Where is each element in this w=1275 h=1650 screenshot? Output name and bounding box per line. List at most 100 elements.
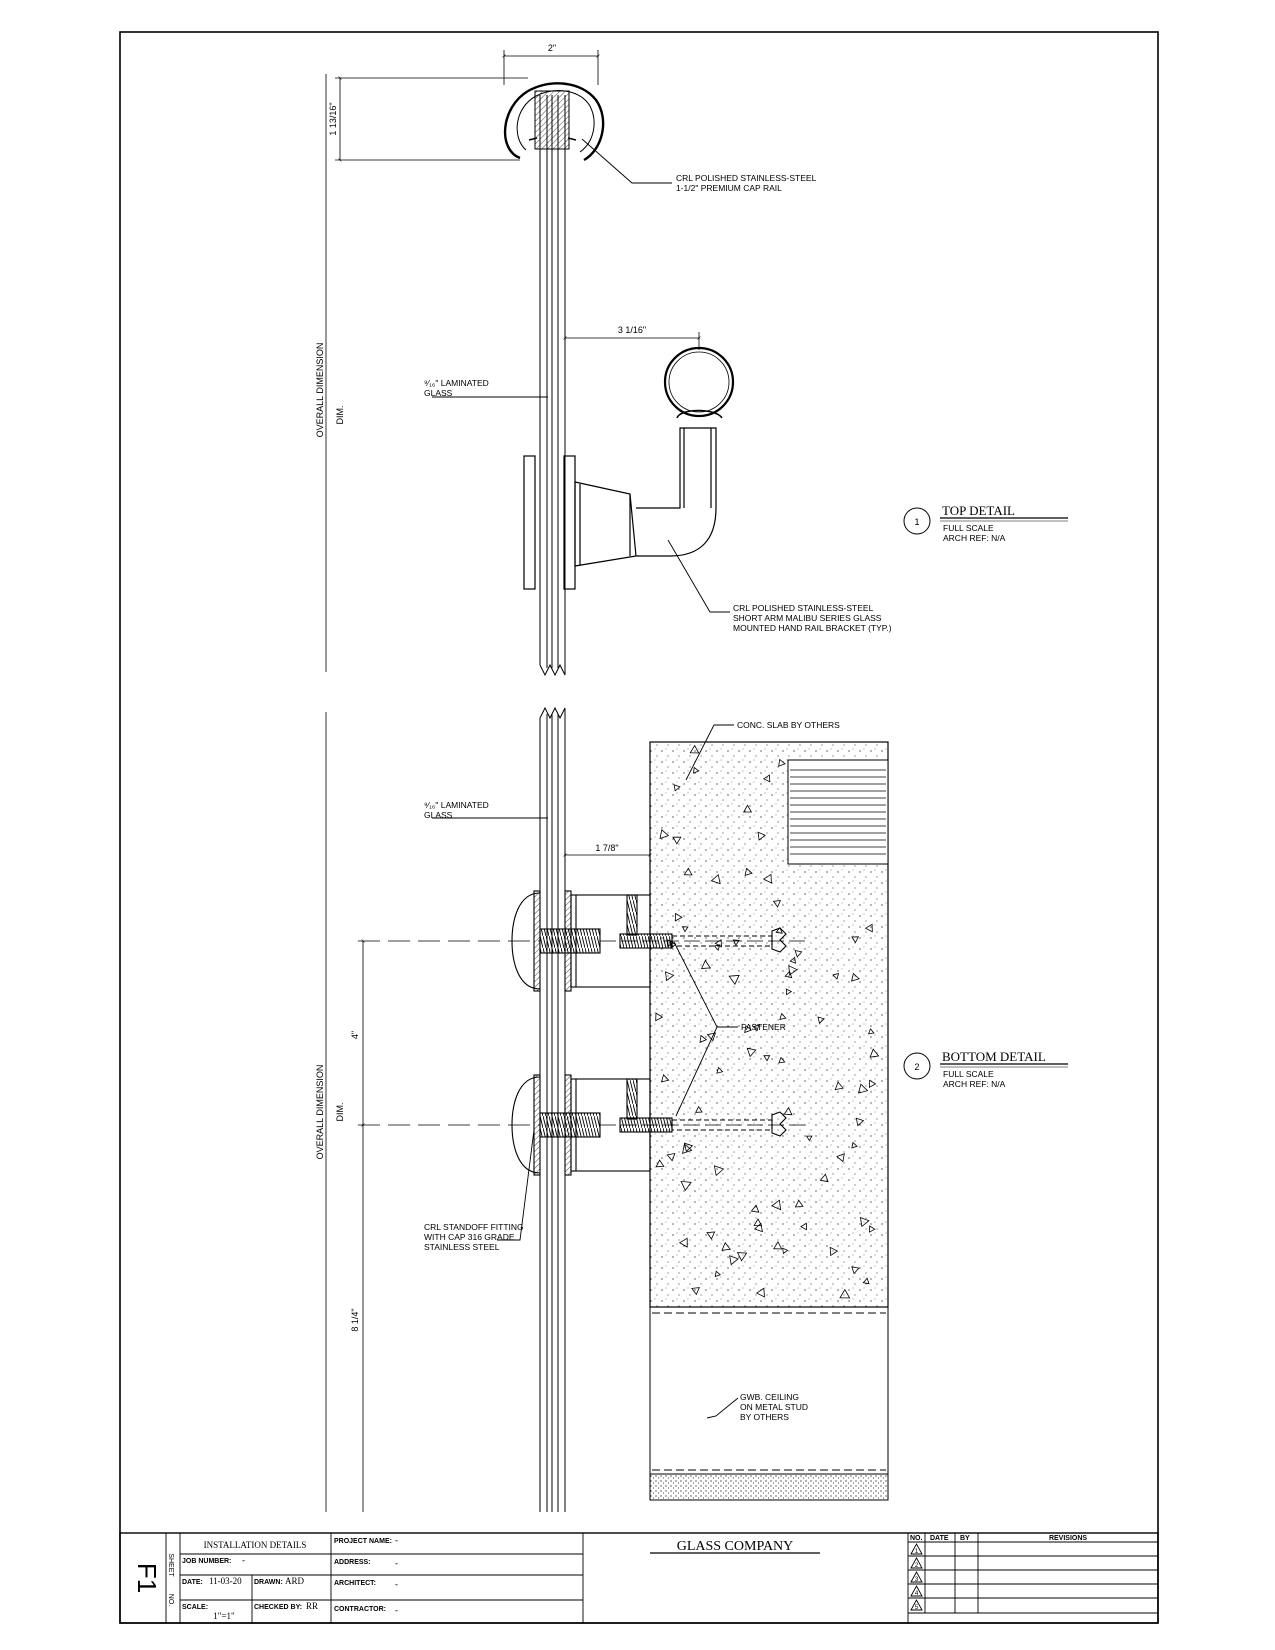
aggregate-mark bbox=[674, 912, 683, 922]
aggregate-mark bbox=[706, 1231, 716, 1240]
note-standoff-2: WITH CAP 316 GRADE bbox=[424, 1232, 515, 1242]
company-name: GLASS COMPANY bbox=[677, 1539, 794, 1554]
detail-number-1: 1 bbox=[914, 517, 919, 527]
detail-scale-2: FULL SCALE bbox=[943, 1069, 994, 1079]
cap-rail bbox=[504, 82, 605, 162]
aggregate-mark bbox=[681, 926, 689, 933]
note-slab: CONC. SLAB BY OTHERS bbox=[737, 720, 840, 730]
detail-tag-bottom: 2 BOTTOM DETAIL FULL SCALE ARCH REF: N/A bbox=[903, 1049, 1068, 1089]
dim-cap-height-label: 1 13/16" bbox=[328, 102, 338, 135]
aggregate-mark bbox=[655, 1159, 665, 1168]
note-glass-top-1: ⁹⁄₁₆" LAMINATED bbox=[424, 378, 489, 388]
aggregate-mark bbox=[713, 1165, 725, 1177]
aggregate-mark bbox=[800, 1222, 807, 1231]
architect-label: ARCHITECT: bbox=[334, 1580, 376, 1587]
note-fastener: FASTENER bbox=[741, 1022, 786, 1032]
fastener-centerlines bbox=[358, 940, 540, 1126]
dim-overall-bottom-dim: DIM. bbox=[335, 1103, 345, 1122]
dim-bracket-offset-label: 3 1/16" bbox=[618, 325, 646, 335]
aggregate-mark bbox=[794, 949, 803, 958]
aggregate-mark bbox=[700, 959, 712, 969]
drawn-value: ARD bbox=[285, 1576, 305, 1586]
address-label: ADDRESS: bbox=[334, 1559, 371, 1566]
sheet-number: F1 bbox=[132, 1563, 162, 1593]
contractor-label: CONTRACTOR: bbox=[334, 1606, 386, 1613]
rev-header-no: NO. bbox=[910, 1535, 923, 1542]
aggregate-mark bbox=[762, 873, 772, 884]
top-detail-drawing bbox=[325, 50, 735, 677]
architect-value: - bbox=[395, 1579, 398, 1589]
dim-overall-bottom-label: OVERALL DIMENSION bbox=[315, 1065, 325, 1160]
date-label: DATE: bbox=[182, 1579, 203, 1586]
aggregate-mark bbox=[778, 758, 786, 767]
sheet-label: SHEET bbox=[167, 1553, 174, 1577]
checked-value: RR bbox=[306, 1601, 318, 1611]
aggregate-mark bbox=[729, 1255, 739, 1266]
aggregate-mark bbox=[714, 1270, 721, 1278]
aggregate-mark bbox=[714, 939, 722, 948]
sheet-border bbox=[119, 31, 1159, 1624]
aggregate-mark bbox=[693, 766, 700, 774]
aggregate-mark bbox=[817, 1016, 825, 1024]
note-ceiling-2: ON METAL STUD bbox=[740, 1402, 808, 1412]
standoff-fitting bbox=[511, 1074, 810, 1176]
revision-triangle-icon bbox=[910, 1599, 923, 1611]
note-standoff-1: CRL STANDOFF FITTING bbox=[424, 1222, 524, 1232]
aggregate-mark bbox=[834, 1081, 844, 1091]
detail-ref-1: ARCH REF: N/A bbox=[943, 533, 1006, 543]
detail-ref-2: ARCH REF: N/A bbox=[943, 1079, 1006, 1089]
aggregate-mark bbox=[783, 1106, 793, 1116]
aggregate-mark bbox=[660, 1074, 670, 1083]
project-name-value: - bbox=[395, 1535, 398, 1545]
note-bracket-2: SHORT ARM MALIBU SERIES GLASS bbox=[733, 613, 882, 623]
aggregate-mark bbox=[836, 1153, 845, 1163]
checked-label: CHECKED BY: bbox=[254, 1604, 302, 1611]
aggregate-mark bbox=[695, 1105, 703, 1113]
detail-number-2: 2 bbox=[914, 1062, 919, 1072]
aggregate-mark bbox=[859, 1216, 870, 1228]
aggregate-mark bbox=[773, 1241, 783, 1250]
aggregate-mark bbox=[753, 1218, 763, 1227]
aggregate-mark bbox=[851, 972, 860, 982]
aggregate-mark bbox=[788, 965, 798, 976]
aggregate-mark bbox=[757, 831, 766, 841]
dim-fastener-spacing-label: 4" bbox=[350, 1031, 360, 1039]
aggregate-mark bbox=[868, 1079, 877, 1088]
aggregate-mark bbox=[763, 1055, 771, 1062]
note-glass-top-2: GLASS bbox=[424, 388, 453, 398]
scale-value: 1"=1" bbox=[213, 1611, 235, 1621]
rev-header-by: BY bbox=[960, 1535, 970, 1542]
project-name-label: PROJECT NAME: bbox=[334, 1538, 392, 1545]
aggregate-mark bbox=[755, 1287, 765, 1298]
concrete-slab bbox=[649, 741, 889, 1308]
revision-number: 5 bbox=[915, 1605, 919, 1611]
revision-triangle-icon bbox=[910, 1585, 923, 1597]
dim-bracket-offset bbox=[563, 332, 701, 350]
aggregate-mark bbox=[869, 1225, 876, 1233]
aggregate-mark bbox=[680, 1180, 692, 1192]
contractor-value: - bbox=[395, 1605, 398, 1615]
aggregate-mark bbox=[867, 1028, 875, 1035]
rev-header-revisions: REVISIONS bbox=[1049, 1535, 1087, 1542]
aggregate-mark bbox=[753, 1222, 763, 1233]
dim-overall-top-label: OVERALL DIMENSION bbox=[315, 343, 325, 438]
aggregate-mark bbox=[782, 1247, 789, 1255]
dim-bottom-offset-label: 8 1/4" bbox=[350, 1308, 360, 1331]
note-standoff-3: STAINLESS STEEL bbox=[424, 1242, 500, 1252]
note-bracket-1: CRL POLISHED STAINLESS-STEEL bbox=[733, 603, 874, 613]
revision-triangle-icon bbox=[910, 1557, 923, 1569]
aggregate-mark bbox=[851, 1141, 858, 1149]
revision-triangle-icon bbox=[910, 1543, 923, 1555]
aggregate-mark bbox=[728, 974, 740, 985]
aggregate-mark bbox=[691, 1287, 700, 1296]
aggregate-mark bbox=[683, 1142, 694, 1153]
aggregate-mark bbox=[762, 774, 771, 783]
drawn-label: DRAWN: bbox=[254, 1579, 283, 1586]
dim-cap-width-label: 2" bbox=[548, 43, 556, 53]
bottom-leaders bbox=[432, 724, 739, 1419]
note-cap-rail-2: 1-1/2" PREMIUM CAP RAIL bbox=[676, 183, 782, 193]
aggregate-mark bbox=[666, 1152, 676, 1162]
note-cap-rail-1: CRL POLISHED STAINLESS-STEEL bbox=[676, 173, 817, 183]
bracket-leader bbox=[667, 539, 730, 613]
aggregate-mark bbox=[839, 1288, 851, 1299]
